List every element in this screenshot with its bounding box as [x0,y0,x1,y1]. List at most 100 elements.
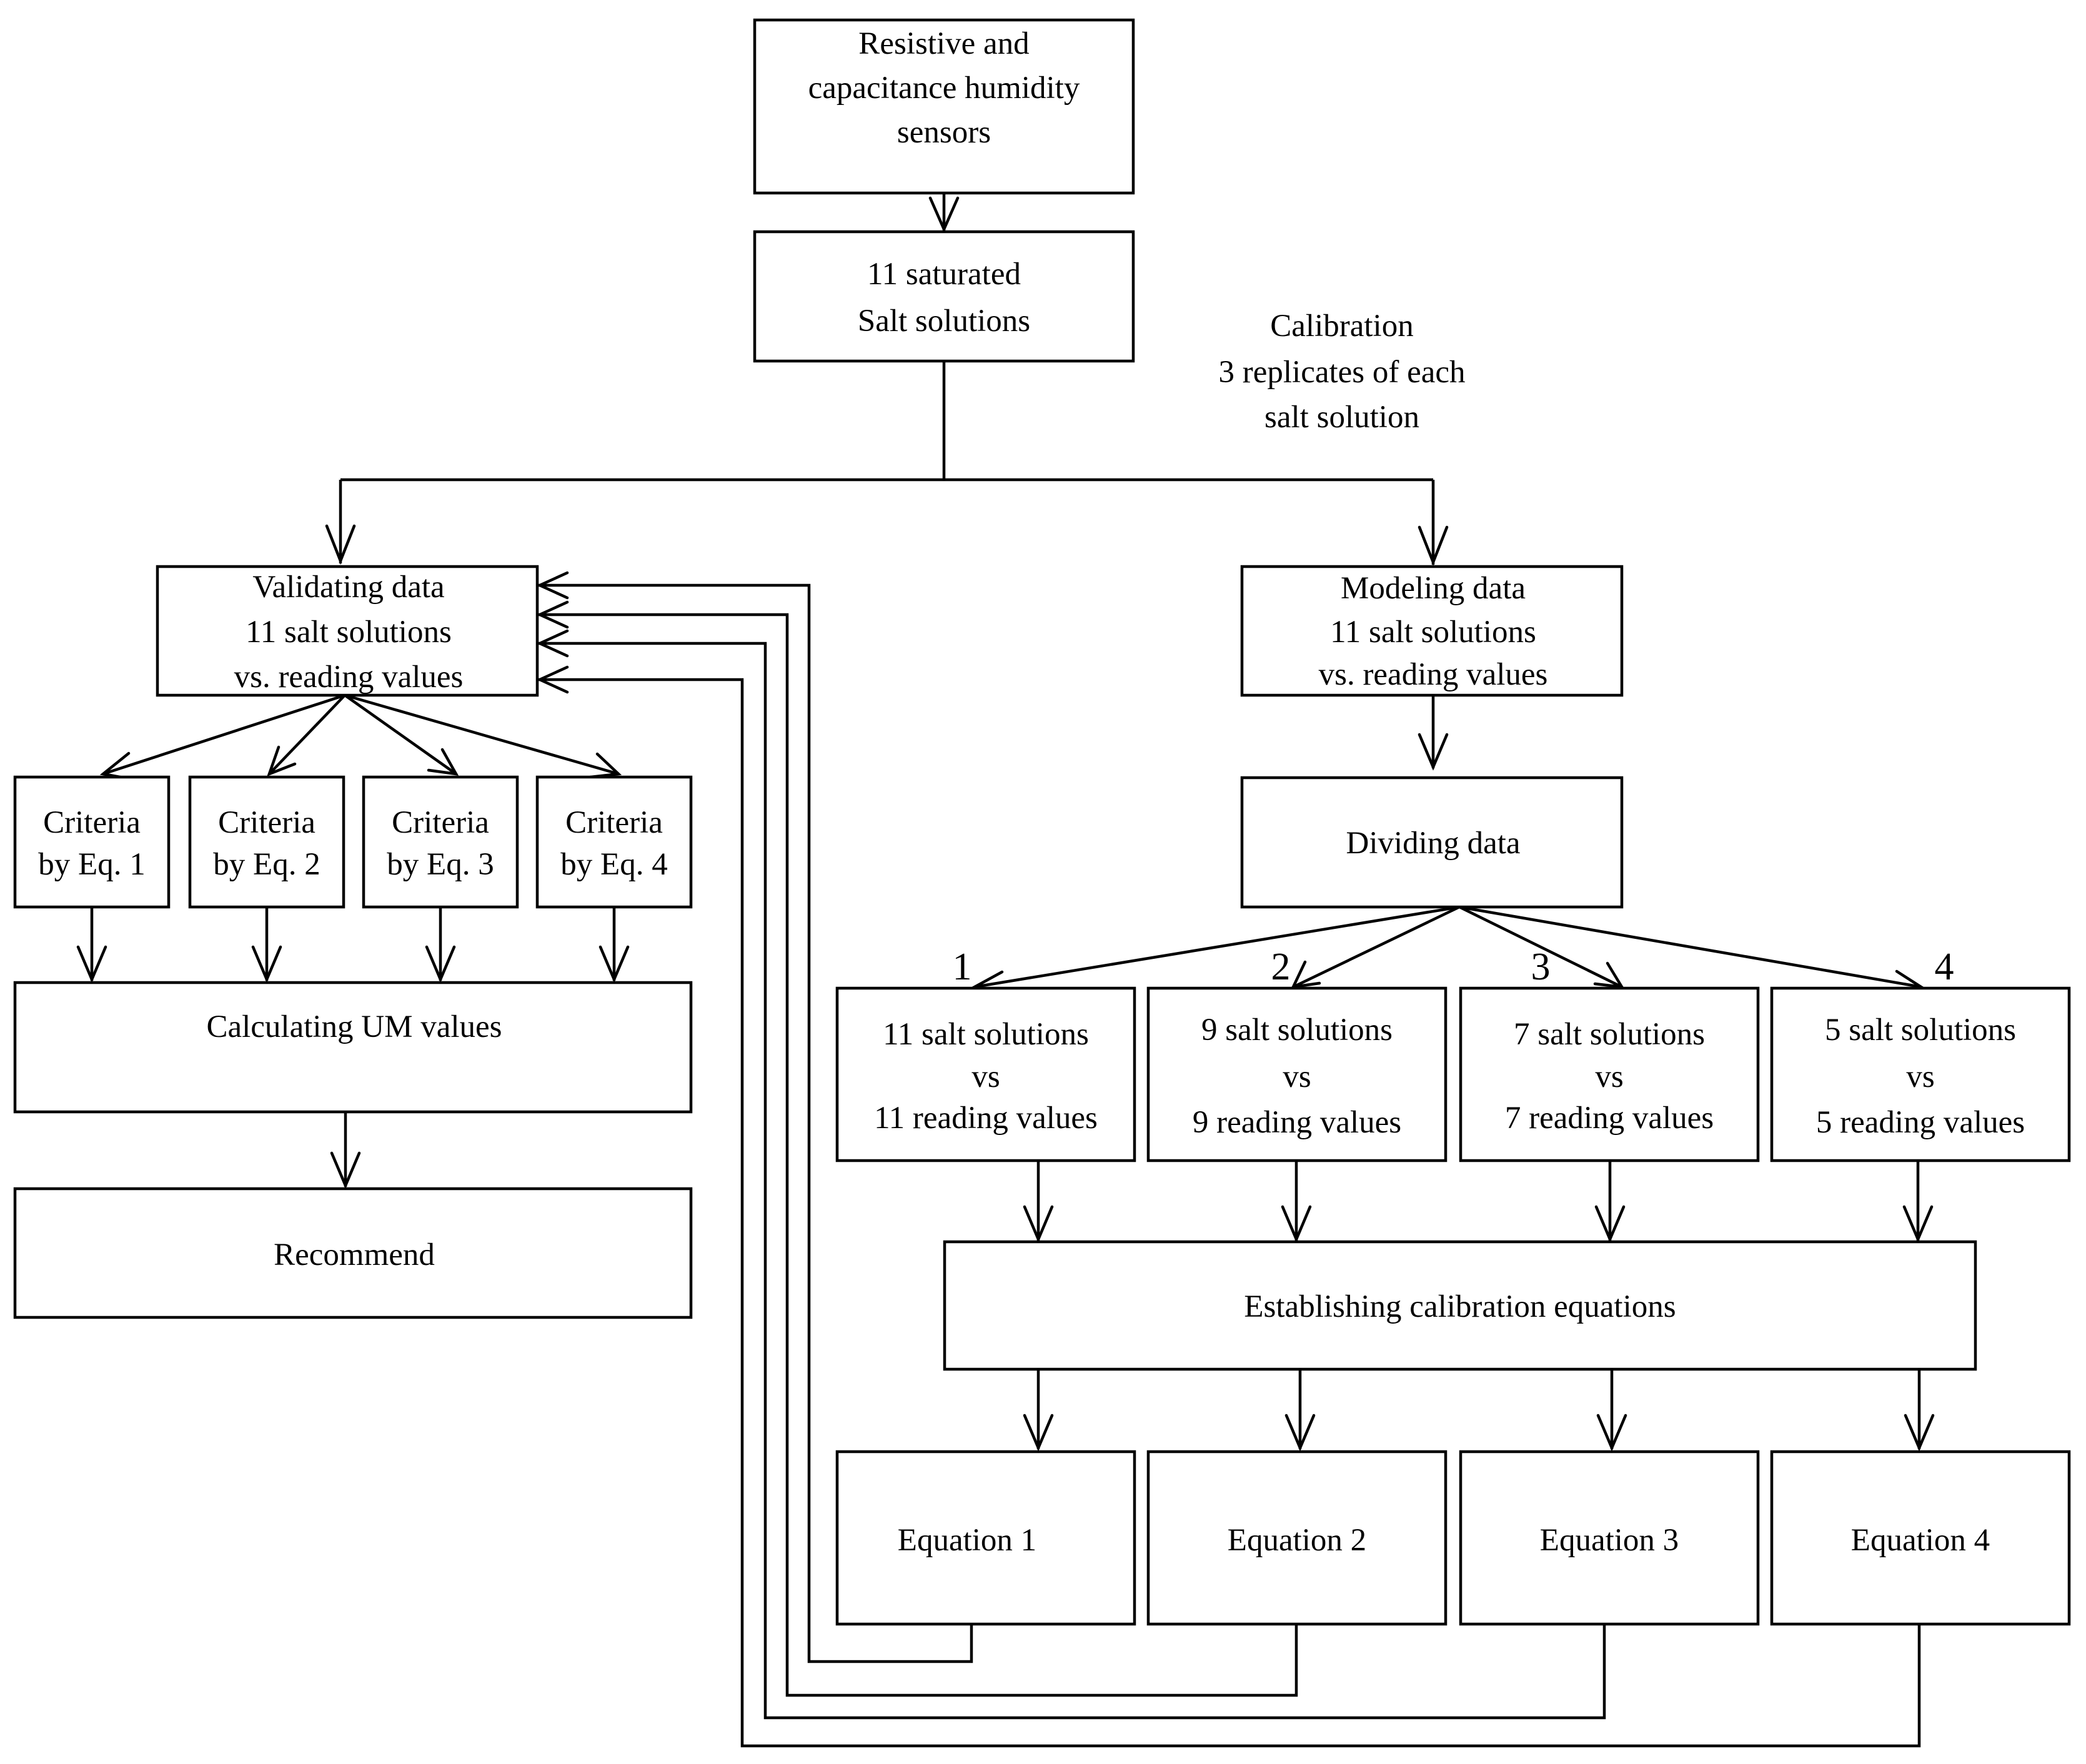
set3-line-2: vs [1595,1059,1623,1094]
node-establishing-equations: Establishing calibration equations [943,1240,1977,1371]
set3-line-3: 7 reading values [1505,1101,1714,1136]
validating-line-1: Validating data [252,570,444,605]
edge-salt11-to-validating [325,480,356,565]
edge-dividing-to-set4 [1459,905,1925,995]
svg-text:2: 2 [1271,946,1291,988]
svg-text:Calculating UM values: Calculating UM values [206,1009,502,1044]
node-calculating-um: Calculating UM values [13,981,693,1114]
svg-text:4: 4 [1935,946,1954,988]
edge-eq1-to-validating [536,571,973,1663]
eq2-line-1: Equation 2 [1228,1523,1366,1558]
branch-2-line-1: 2 [1271,946,1291,988]
edge-sensors-to-salt11 [928,193,960,233]
edge-validating-to-crit4 [344,693,622,779]
crit2-line-2: by Eq. 2 [213,847,320,882]
edge-set1-to-establishing [1023,1161,1054,1243]
node-set-11: 11 salt solutions vs 11 reading values [835,986,1136,1162]
svg-text:Equation 4: Equation 4 [1851,1523,1990,1558]
node-dividing-data: Dividing data [1240,776,1624,909]
salt11-line-1: 11 saturated [867,257,1021,292]
edge-crit2-to-um [251,907,282,983]
node-criteria-eq4: Criteria by Eq. 4 [535,775,693,909]
node-set-7: 7 salt solutions vs 7 reading values [1459,986,1760,1162]
branch-label-1: 1 [953,946,972,988]
crit3-line-2: by Eq. 3 [387,847,494,882]
branch-4-line-1: 4 [1935,946,1954,988]
eq1-line-1: Equation 1 [898,1523,1036,1558]
set1-line-3: 11 reading values [874,1101,1098,1136]
sensors-line-2: capacitance humidity [808,71,1080,106]
set1-line-2: vs [971,1059,1000,1094]
edge-validating-to-crit1 [99,693,345,781]
crit4-line-2: by Eq. 4 [560,847,667,882]
sensors-line-1: Resistive and [858,26,1029,61]
set3-line-1: 7 salt solutions [1514,1017,1705,1052]
establishing-line-1: Establishing calibration equations [1244,1289,1676,1324]
validating-line-2: 11 salt solutions [246,615,452,650]
svg-text:3: 3 [1531,946,1551,988]
edge-crit4-to-um [598,907,630,983]
set2-line-3: 9 reading values [1193,1105,1401,1140]
edge-establishing-to-eq3 [1596,1369,1627,1452]
crit1-line-2: by Eq. 1 [38,847,145,882]
svg-text:Equation 2: Equation 2 [1228,1523,1366,1558]
eq4-line-1: Equation 4 [1851,1523,1990,1558]
node-equation-3: Equation 3 [1459,1450,1760,1626]
modeling-line-1: Modeling data [1341,571,1526,606]
edge-set2-to-establishing [1281,1161,1312,1243]
branch-label-4: 4 [1935,946,1954,988]
node-equation-2: Equation 2 [1146,1450,1448,1626]
branch-label-2: 2 [1271,946,1291,988]
node-criteria-eq2: Criteria by Eq. 2 [188,775,345,909]
node-sensors: Resistive and capacitance humidity sensors [753,18,1135,195]
set4-line-1: 5 salt solutions [1825,1013,2016,1048]
edge-crit3-to-um [425,907,456,983]
edge-establishing-to-eq4 [1904,1369,1935,1452]
node-set-5: 5 salt solutions vs 5 reading values [1770,986,2071,1162]
node-criteria-eq1: Criteria by Eq. 1 [13,775,171,909]
branch-3-line-1: 3 [1531,946,1551,988]
sensors-line-3: sensors [897,115,991,150]
edges [76,193,1935,1748]
node-equation-1: Equation 1 [835,1450,1136,1626]
edge-modeling-to-dividing [1418,695,1449,771]
edge-set3-to-establishing [1594,1161,1626,1243]
edge-salt11-split [340,361,1433,482]
modeling-line-3: vs. reading values [1319,657,1548,692]
svg-text:Equation 1: Equation 1 [898,1523,1036,1558]
set1-line-1: 11 salt solutions [883,1017,1089,1052]
edge-eq4-to-validating [536,665,1921,1748]
crit2-line-1: Criteria [218,805,315,840]
edge-um-to-recommend [330,1112,361,1189]
node-equation-4: Equation 4 [1770,1450,2071,1626]
set4-line-2: vs [1906,1059,1934,1094]
branch-1-line-1: 1 [953,946,972,988]
validating-line-3: vs. reading values [234,660,464,695]
edge-crit1-to-um [76,907,107,983]
edge-validating-to-crit3 [344,694,459,776]
crit4-line-1: Criteria [565,805,663,840]
set2-line-1: 9 salt solutions [1201,1013,1393,1048]
crit1-line-1: Criteria [43,805,141,840]
edge-eq2-to-validating [536,600,1298,1697]
dividing-line-1: Dividing data [1346,826,1520,861]
set4-line-3: 5 reading values [1816,1105,2025,1140]
edge-validating-to-crit2 [267,694,346,776]
